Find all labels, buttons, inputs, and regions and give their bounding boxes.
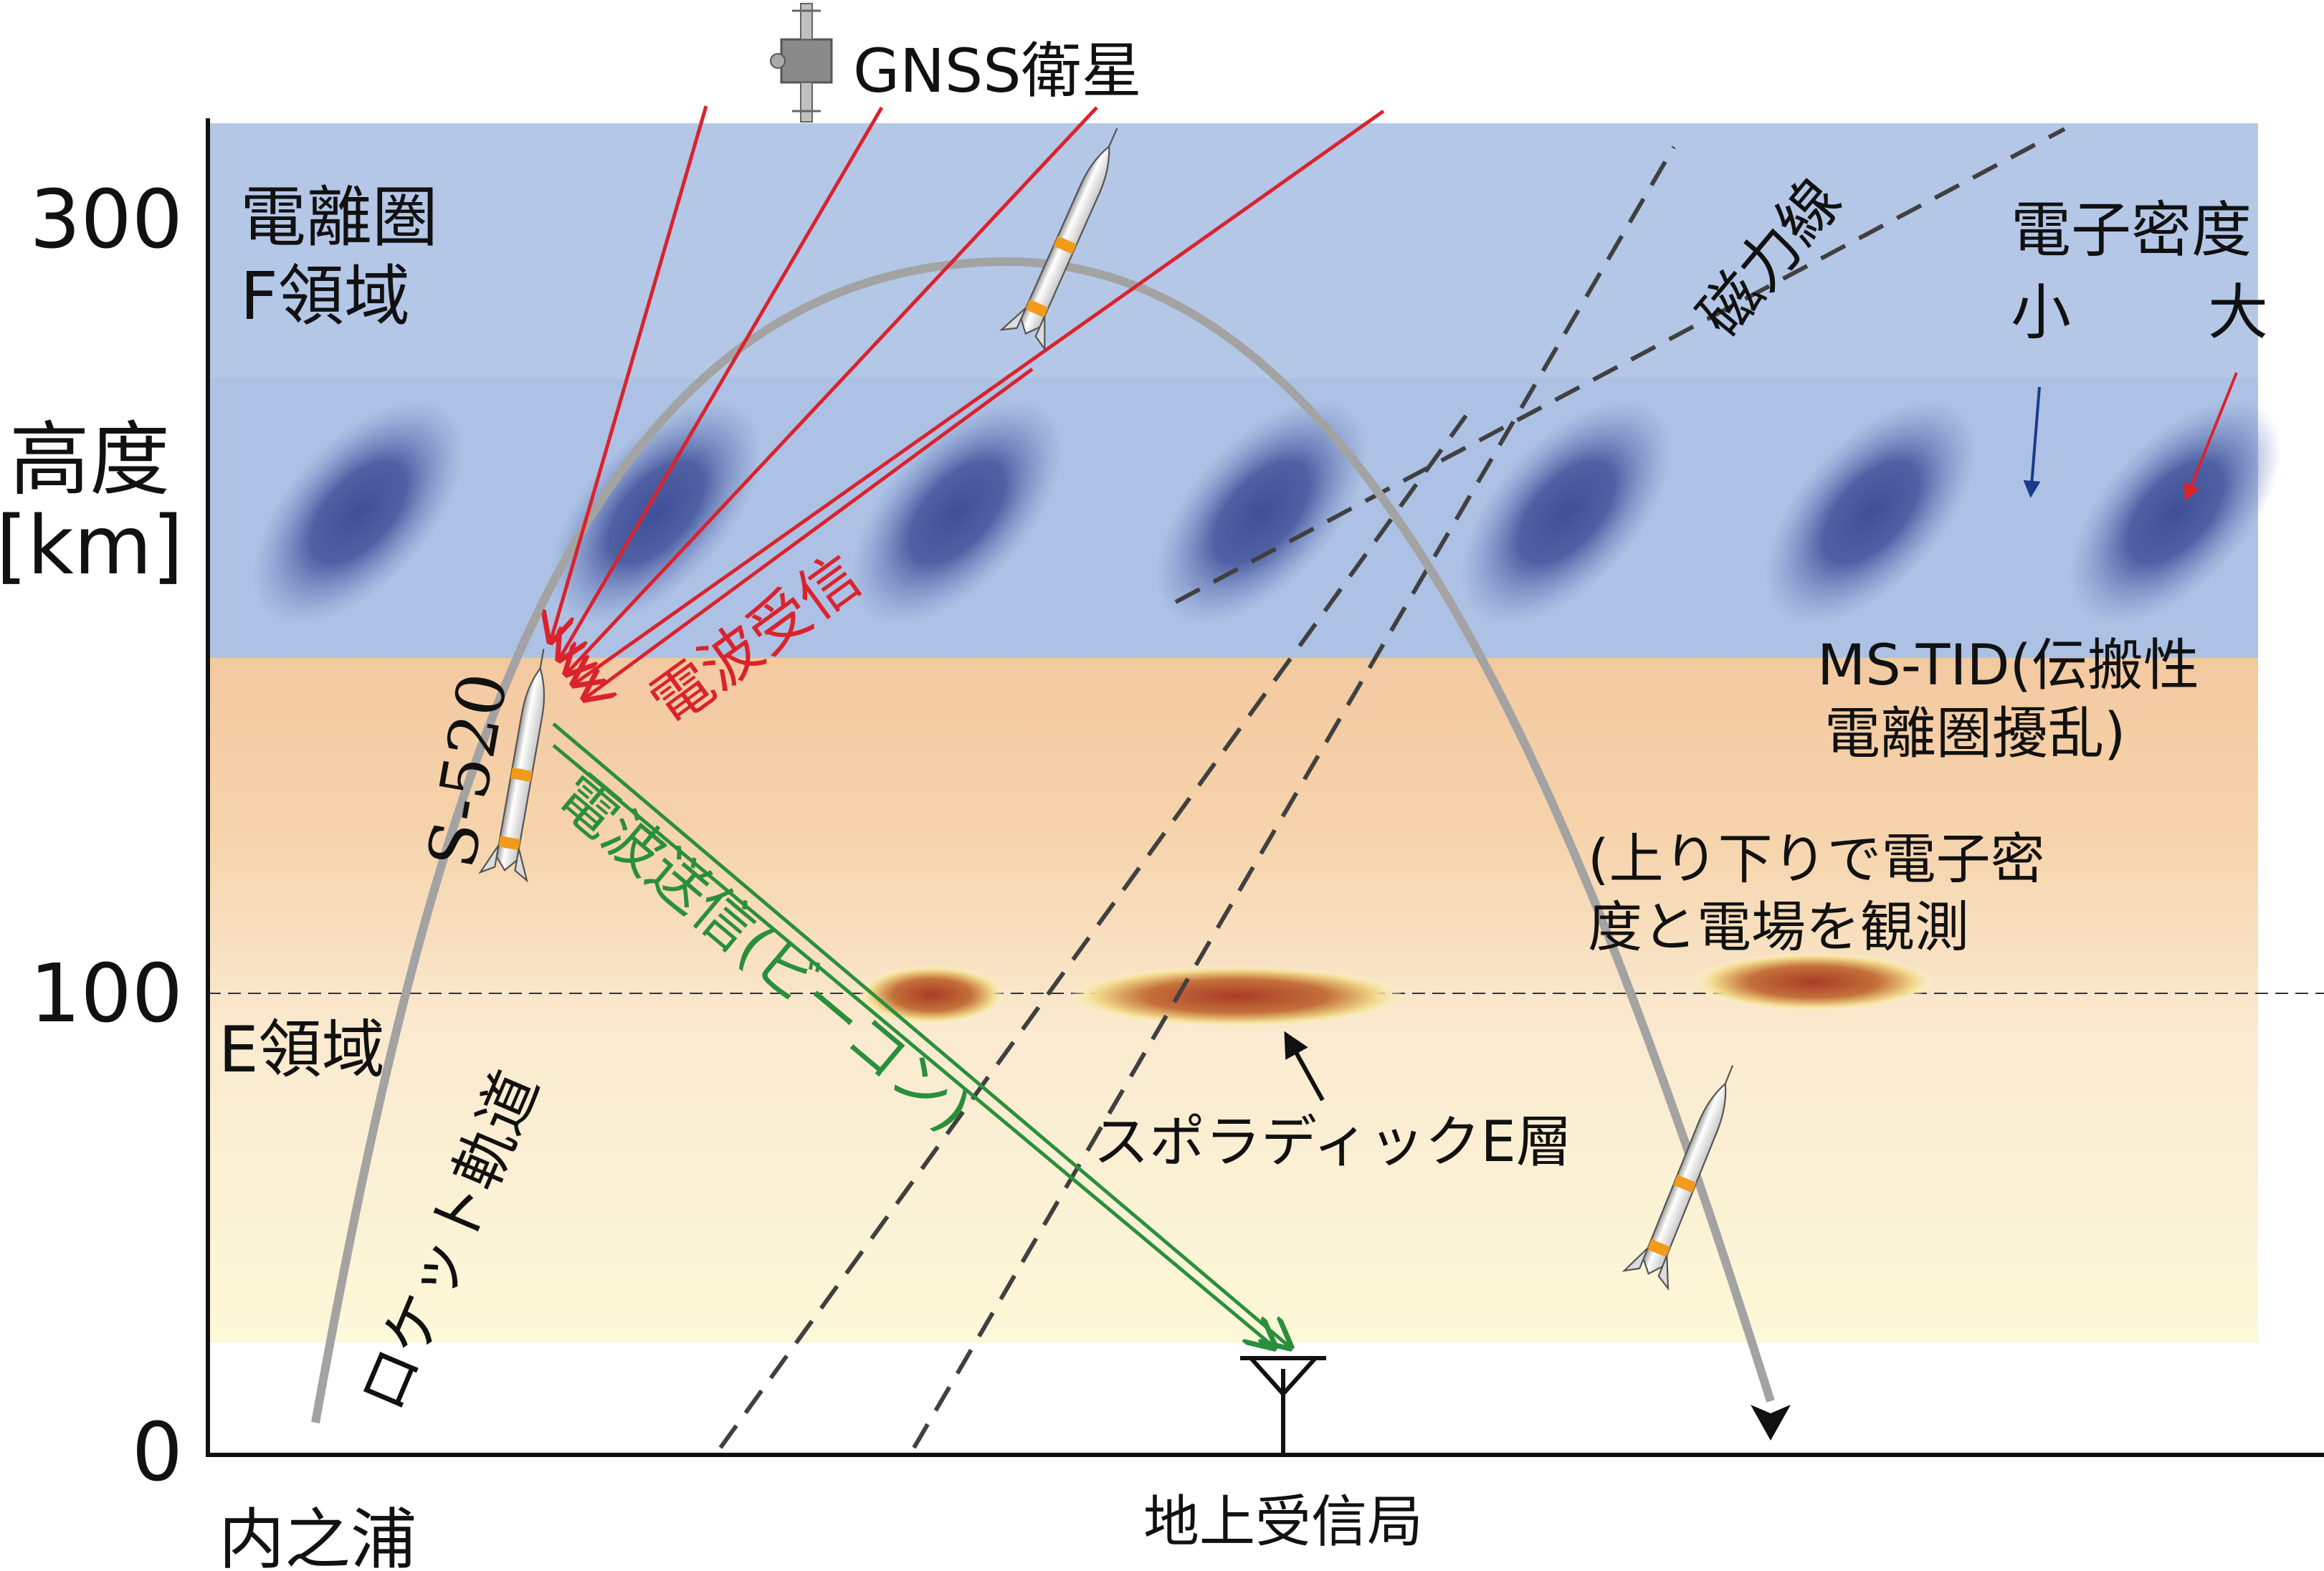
sporadic-e-pointer [1284, 1031, 1325, 1102]
gnss-ray [584, 367, 1034, 699]
gnss-label: GNSS衛星 [853, 36, 1142, 106]
observe-label-line1: (上り下りで電子密 [1588, 827, 2045, 891]
beacon-line [552, 744, 1275, 1347]
tid-blob [1460, 400, 1672, 625]
beacon-line [552, 722, 1290, 1347]
field-line [912, 145, 1676, 1449]
y-axis-title: 高度 [9, 414, 170, 507]
rocket-trajectory [311, 257, 1775, 1424]
x-station-label: 地上受信局 [1143, 1490, 1423, 1555]
tid-blob [851, 400, 1063, 625]
field-line [1174, 127, 2066, 604]
es-patch [1072, 966, 1401, 1026]
gnss-ray [573, 109, 1385, 684]
es-patch [860, 966, 1004, 1023]
ms-tid-blobs [252, 400, 2282, 625]
e-region-label: E領域 [219, 1013, 385, 1087]
es-patch [1695, 953, 1932, 1011]
f-region-label-line2: F領域 [240, 258, 410, 335]
gnss-ray [551, 105, 708, 641]
f-region-label-line1: 電離圏 [240, 179, 438, 256]
gnss-rays [551, 105, 1385, 699]
trajectory-arrowhead [1751, 1405, 1791, 1441]
antenna-icon [1240, 1356, 1326, 1455]
ms-tid-label-line2: 電離圏擾乱) [1824, 702, 2125, 766]
density-small-arrow [2023, 386, 2041, 498]
satellite-icon [770, 3, 833, 123]
magnetic-field-lines [718, 127, 2066, 1449]
density-small-label: 小 [2011, 277, 2071, 348]
density-title: 電子密度 [2011, 195, 2252, 265]
tid-blob [252, 400, 465, 625]
tid-blob [2070, 400, 2282, 625]
x-left-label: 内之浦 [219, 1501, 416, 1571]
gnss-ray [559, 106, 884, 659]
y-axis-unit: [km] [0, 500, 184, 593]
tid-blob [1765, 400, 1977, 625]
tick-100: 100 [29, 947, 183, 1041]
sporadic-e-patches [860, 953, 1932, 1026]
sporadic-e-label: スポラディックE層 [1093, 1110, 1572, 1175]
gnss-ray [566, 106, 1098, 674]
tick-0: 0 [132, 1406, 183, 1499]
ms-tid-label-line1: MS-TID(伝搬性 [1817, 634, 2199, 698]
density-large-label: 大 [2208, 277, 2268, 348]
tid-blob [1156, 400, 1368, 625]
density-large-arrow [2183, 372, 2238, 502]
beacon-transmission [552, 722, 1290, 1347]
tid-blob [550, 400, 762, 625]
tick-300: 300 [29, 173, 183, 267]
observe-label-line2: 度と電場を観測 [1588, 895, 1969, 959]
